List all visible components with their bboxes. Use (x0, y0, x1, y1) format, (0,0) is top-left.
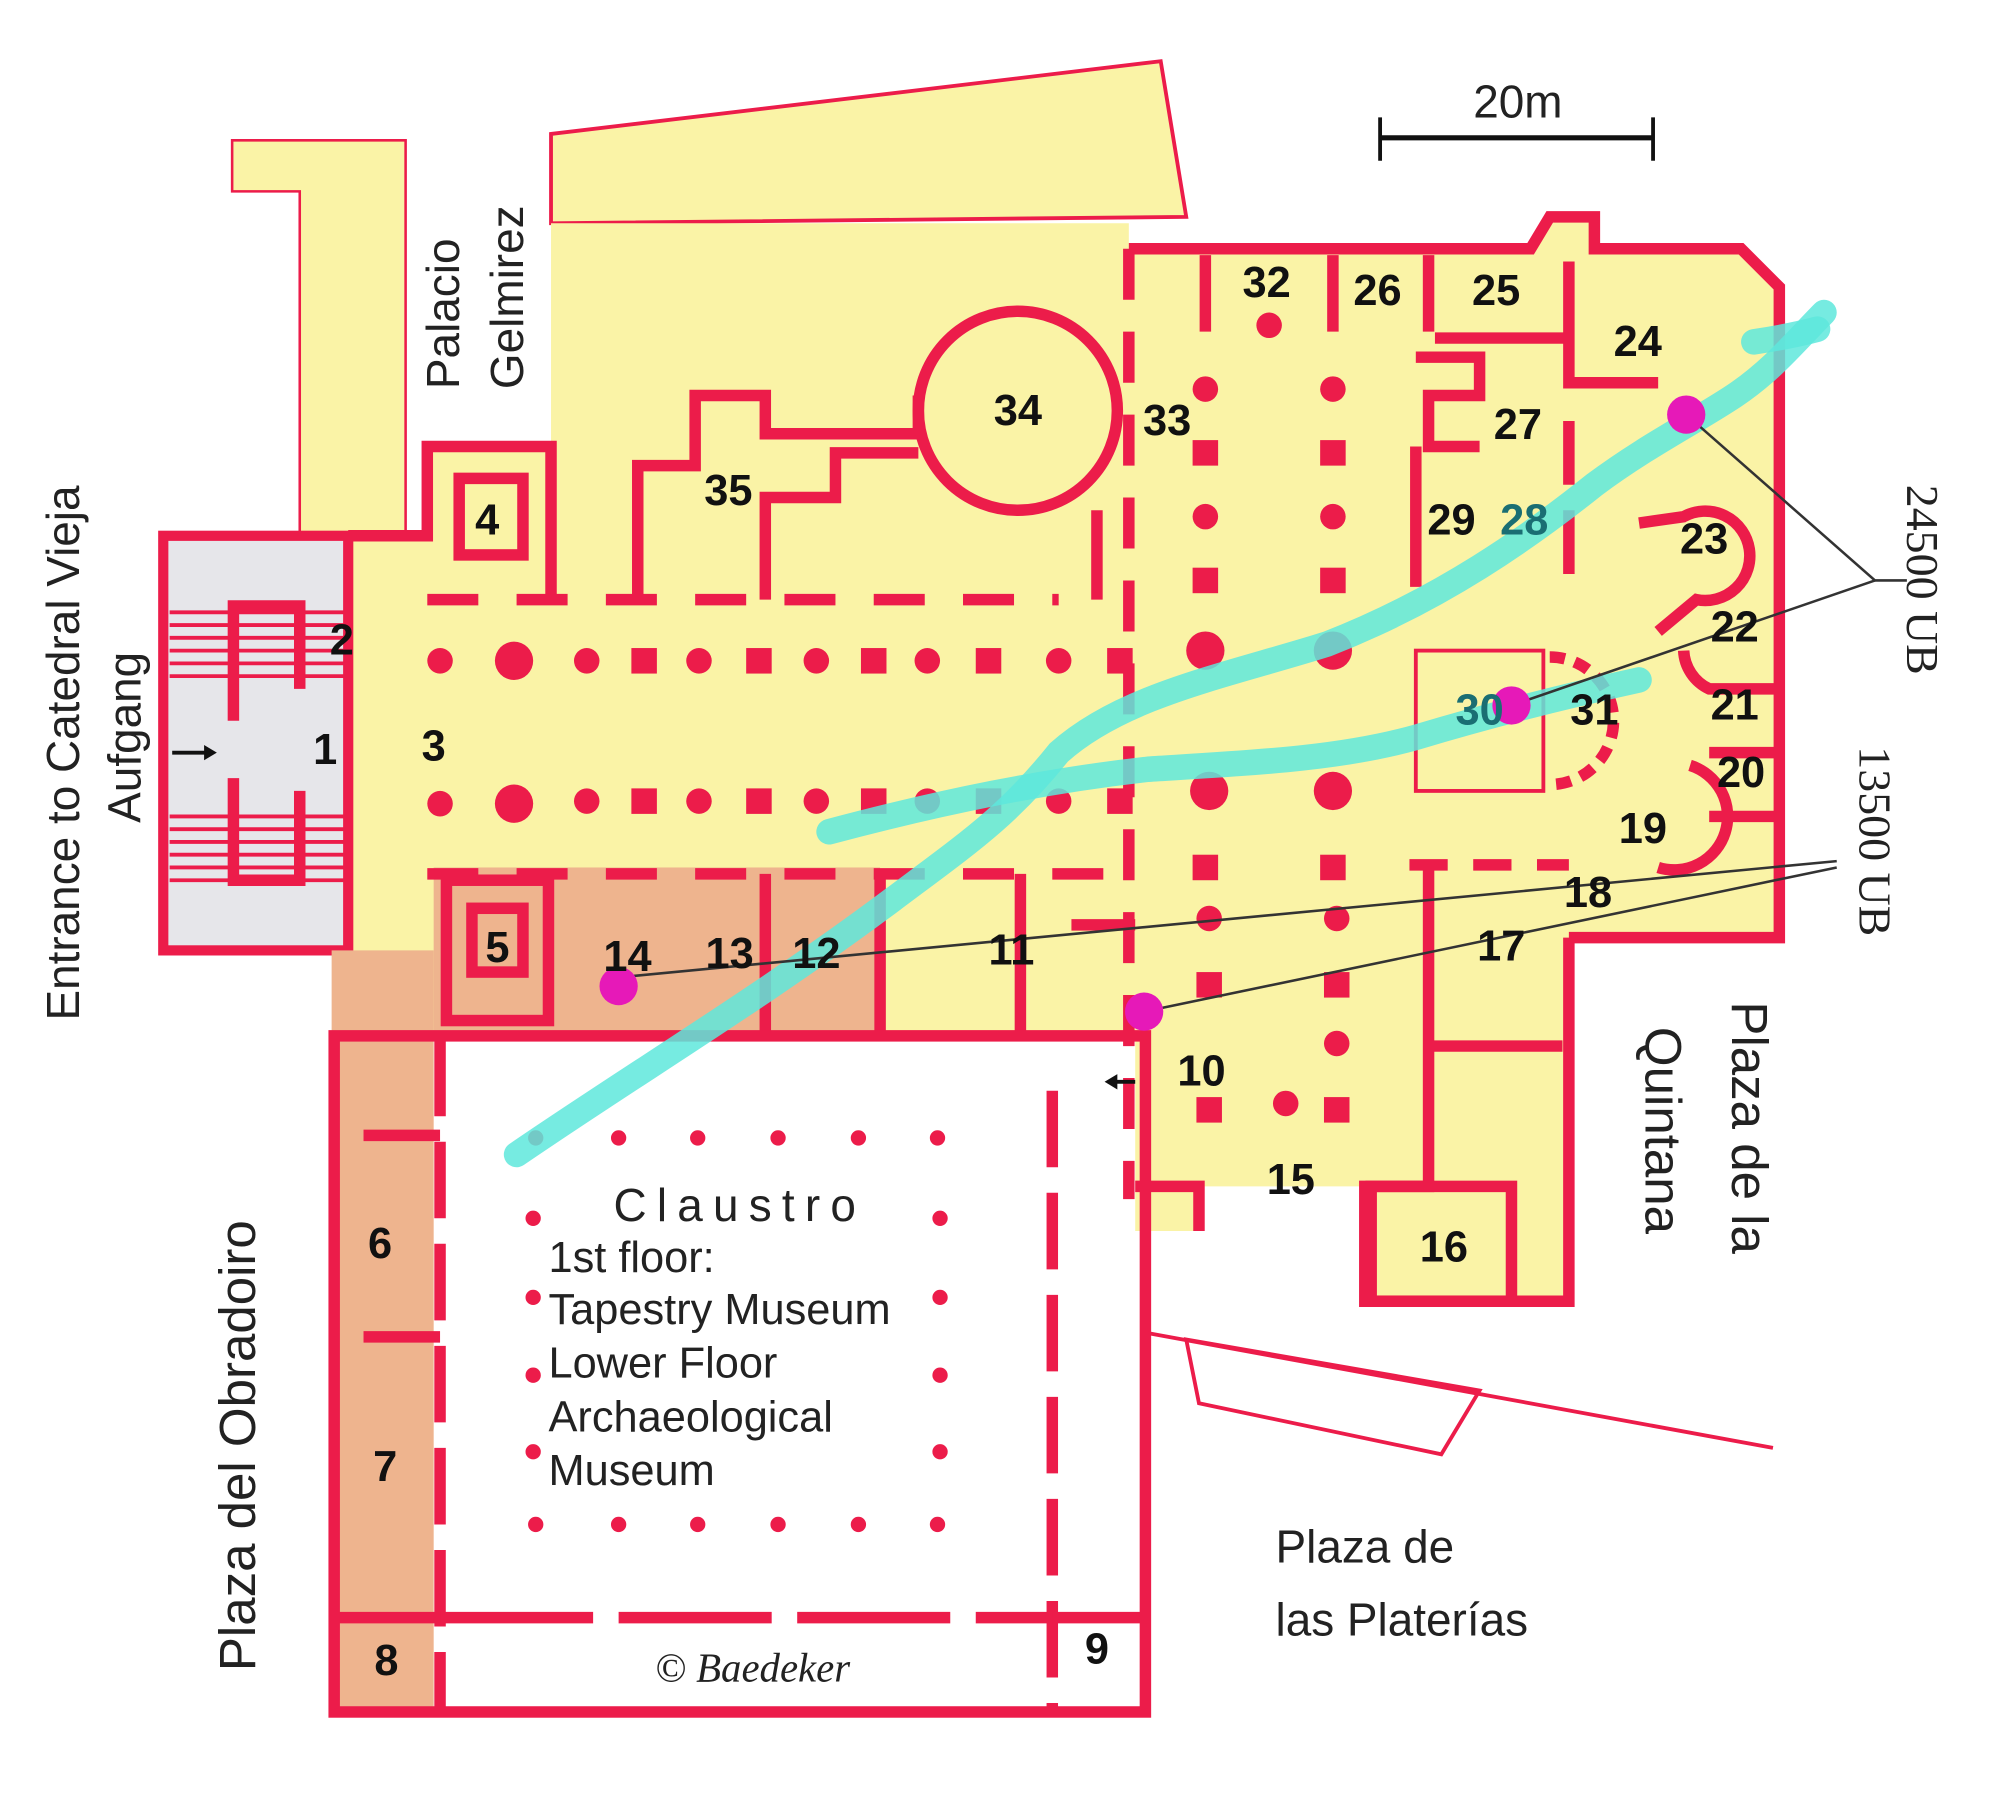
room-19[interactable]: 19 (1619, 805, 1667, 853)
scale-bar: 20m (1378, 75, 1655, 161)
room-9[interactable]: 9 (1085, 1625, 1109, 1673)
room-33[interactable]: 33 (1143, 397, 1191, 445)
room-32[interactable]: 32 (1242, 259, 1290, 307)
room-26[interactable]: 26 (1353, 267, 1401, 315)
route-path-spur (1741, 316, 1831, 355)
place-labels: Entrance to Catedral Vieja Aufgang Palac… (37, 205, 1948, 1671)
room-20[interactable]: 20 (1717, 749, 1765, 797)
cloister-line: Tapestry Museum (548, 1286, 890, 1334)
room-12[interactable]: 12 (792, 930, 840, 978)
palacio-label: Palacio (417, 238, 469, 389)
room-2[interactable]: 2 (330, 616, 354, 664)
cloister (328, 867, 1152, 1718)
platerias-label-2: las Platerías (1276, 1593, 1529, 1645)
cloister-line: Museum (548, 1447, 714, 1495)
annotation-13500: 13500 UB (1850, 746, 1901, 936)
obradoiro-label: Plaza del Obradoiro (209, 1220, 266, 1671)
walls (348, 211, 1786, 1457)
room-1[interactable]: 1 (313, 726, 337, 774)
room-14[interactable]: 14 (603, 933, 651, 981)
gelmirez-label: Gelmirez (481, 205, 533, 389)
platerias-steps (1183, 1337, 1483, 1457)
room-35[interactable]: 35 (704, 467, 752, 515)
room-24[interactable]: 24 (1614, 318, 1662, 366)
room-numbers: 1 2 3 4 5 6 7 8 9 10 11 12 13 14 15 16 1… (313, 259, 1765, 1685)
copyright-label: © Baedeker (655, 1645, 850, 1690)
room-34[interactable]: 34 (994, 387, 1042, 435)
room-7[interactable]: 7 (373, 1443, 397, 1491)
annotation-24500: 24500 UB (1897, 485, 1948, 675)
room-27[interactable]: 27 (1494, 401, 1542, 449)
room-11[interactable]: 11 (989, 926, 1035, 974)
room-31[interactable]: 31 (1570, 687, 1618, 735)
room-28[interactable]: 28 (1500, 496, 1548, 544)
entrance-label: Entrance to Catedral Vieja (37, 485, 89, 1021)
room-8[interactable]: 8 (374, 1637, 398, 1685)
room-25[interactable]: 25 (1472, 267, 1520, 315)
marker-10[interactable] (1125, 992, 1164, 1031)
quintana-label-2: Quintana (1634, 1027, 1691, 1235)
room-30[interactable]: 30 (1455, 687, 1503, 735)
room-6[interactable]: 6 (368, 1220, 392, 1268)
entrance-stairs (158, 530, 354, 956)
leader-lines (633, 413, 1907, 1013)
room-13[interactable]: 13 (705, 930, 753, 978)
marker-24[interactable] (1667, 395, 1706, 434)
room-17[interactable]: 17 (1477, 923, 1525, 971)
room-15[interactable]: 15 (1267, 1156, 1315, 1204)
aufgang-label: Aufgang (98, 652, 150, 823)
room-10[interactable]: 10 (1177, 1048, 1225, 1096)
room-22[interactable]: 22 (1711, 604, 1759, 652)
marker-30[interactable] (1492, 686, 1531, 725)
scale-label: 20m (1473, 75, 1562, 127)
room-21[interactable]: 21 (1711, 681, 1759, 729)
room-4[interactable]: 4 (475, 496, 499, 544)
cloister-line: 1st floor: (548, 1234, 714, 1282)
cloister-line: Archaeological (548, 1393, 832, 1441)
markers (599, 395, 1706, 1031)
room-5[interactable]: 5 (485, 924, 509, 972)
room-3[interactable]: 3 (422, 722, 446, 770)
room-18[interactable]: 18 (1564, 869, 1612, 917)
room-29[interactable]: 29 (1427, 496, 1475, 544)
quintana-label-1: Plaza de la (1721, 1001, 1778, 1254)
cloister-line: Lower Floor (548, 1340, 777, 1388)
room-16[interactable]: 16 (1420, 1224, 1468, 1272)
marker-14[interactable] (599, 966, 638, 1006)
cloister-labels: Claustro 1st floor: Tapestry Museum Lowe… (548, 1179, 890, 1691)
room-23[interactable]: 23 (1680, 516, 1728, 564)
outbuildings (230, 59, 1189, 538)
platerias-label-1: Plaza de (1276, 1521, 1455, 1573)
cloister-title: Claustro (614, 1179, 867, 1231)
